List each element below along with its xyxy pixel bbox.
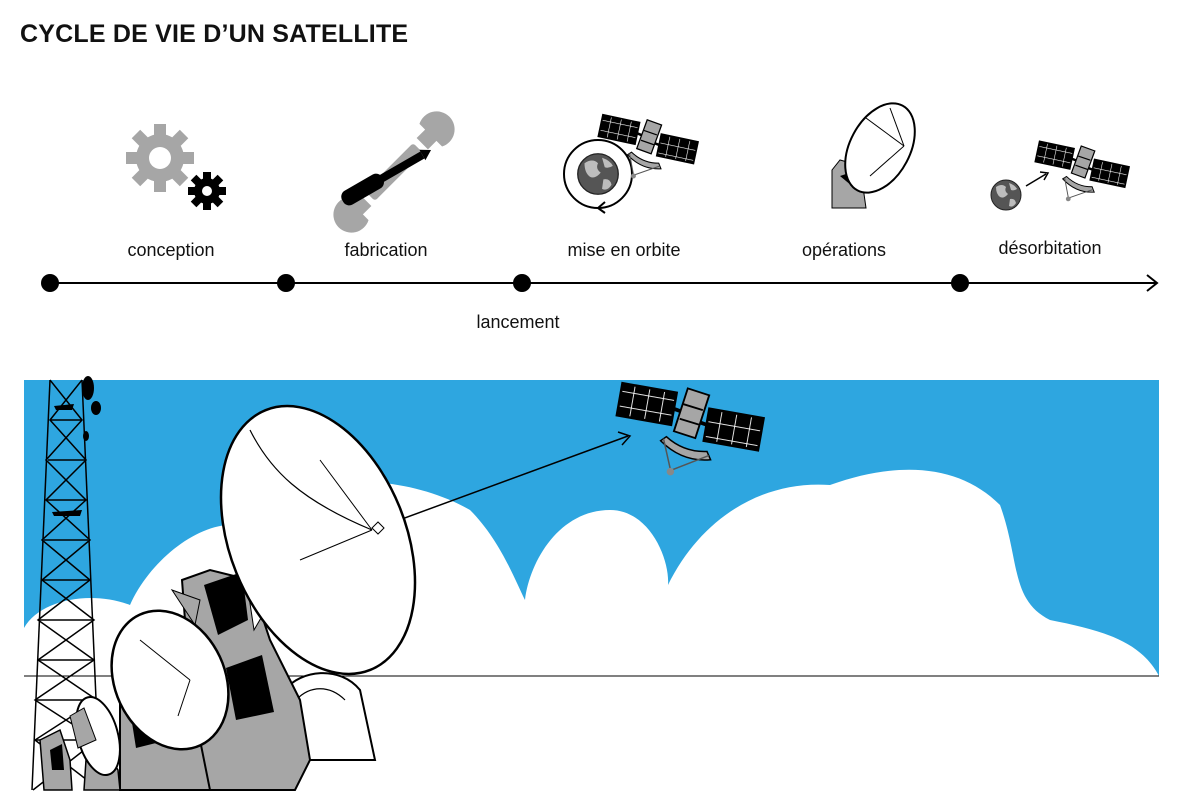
ground-station-scene <box>24 375 1159 791</box>
timeline <box>41 274 1159 292</box>
uplink-beam <box>371 435 629 531</box>
timeline-node-fabrication <box>277 274 295 292</box>
small-dish <box>39 696 121 791</box>
milestone-label-lancement: lancement <box>476 312 560 332</box>
stage-label-operations: opérations <box>801 240 887 260</box>
tower-antennas <box>52 376 101 516</box>
timeline-node-desorbitation <box>951 274 969 292</box>
timeline-node-lancement <box>513 274 531 292</box>
gears-icon <box>126 124 226 210</box>
stage-label-mise-en-orbite: mise en orbite <box>567 240 681 260</box>
timeline-arrowhead-icon <box>1146 274 1159 292</box>
stage-label-fabrication: fabrication <box>344 240 428 260</box>
deorbit-icon <box>990 136 1133 214</box>
orbiting-satellite-icon <box>563 109 702 214</box>
stage-label-desorbitation: désorbitation <box>998 238 1102 258</box>
large-dish <box>219 404 417 676</box>
medium-dish <box>110 609 230 791</box>
timeline-node-start <box>41 274 59 292</box>
tools-icon <box>333 111 455 233</box>
stage-label-conception: conception <box>127 240 215 260</box>
diagram-title: CYCLE DE VIE D’UN SATELLITE <box>20 20 409 48</box>
ground-antenna-icon <box>831 102 916 209</box>
